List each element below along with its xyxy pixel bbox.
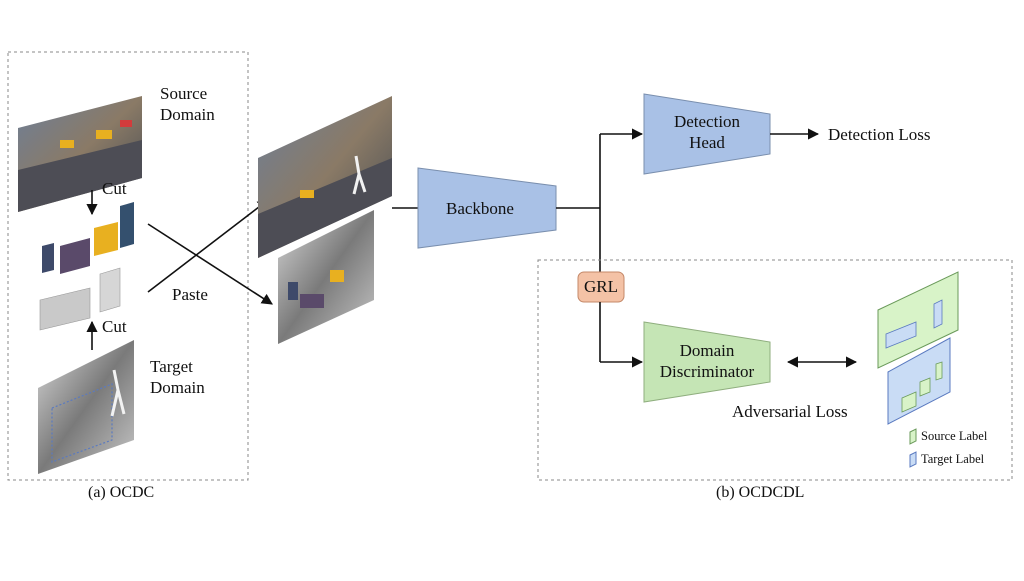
- pasted-target-image: [278, 210, 374, 344]
- cut-label-bottom: Cut: [102, 317, 127, 336]
- grl-label: GRL: [584, 277, 618, 296]
- domain-disc-line2: Discriminator: [659, 362, 755, 382]
- source-label-map: [877, 271, 959, 369]
- panel-b-caption: (b) OCDCDL: [716, 484, 805, 501]
- detection-loss-label: Detection Loss: [828, 125, 931, 144]
- detection-head-block: [643, 93, 771, 175]
- domain-discriminator-label: Domain Discriminator: [646, 340, 768, 383]
- cut-label-top: Cut: [102, 179, 127, 198]
- backbone-label: Backbone: [446, 199, 514, 218]
- pasted-source-image: [258, 96, 392, 258]
- source-domain-label: Source Domain: [160, 83, 215, 126]
- source-domain-line1: Source: [160, 84, 208, 103]
- target-label-map: [887, 337, 951, 425]
- paste-arrow-to-target: [147, 223, 273, 305]
- detection-head-label: Detection Head: [652, 111, 762, 154]
- paste-arrow-to-source: [147, 199, 269, 293]
- detection-head-line2: Head: [689, 133, 725, 153]
- target-domain-line2: Domain: [150, 378, 205, 398]
- source-domain-line2: Domain: [160, 105, 215, 125]
- grl-block: [577, 271, 625, 303]
- adversarial-loss-label: Adversarial Loss: [732, 402, 848, 421]
- panel-b-border: [537, 259, 1013, 481]
- legend-target-swatch: [909, 451, 917, 468]
- backbone-block: [417, 167, 557, 249]
- legend-source-swatch: [909, 428, 917, 445]
- panel-a-caption: (a) OCDC: [88, 484, 155, 501]
- target-object-crops: [39, 267, 121, 331]
- target-domain-line1: Target: [150, 357, 193, 376]
- source-domain-image: [18, 96, 142, 212]
- domain-disc-line1: Domain: [679, 341, 735, 360]
- domain-discriminator-block: [643, 321, 771, 403]
- target-domain-label: Target Domain: [150, 356, 205, 399]
- detection-head-line1: Detection: [673, 112, 741, 131]
- legend-target-label: Target Label: [921, 452, 985, 466]
- source-object-crops: [42, 202, 134, 274]
- panel-a-border: [7, 51, 249, 481]
- legend-source-label: Source Label: [921, 429, 988, 443]
- paste-label: Paste: [172, 285, 208, 304]
- target-domain-image: [38, 340, 134, 474]
